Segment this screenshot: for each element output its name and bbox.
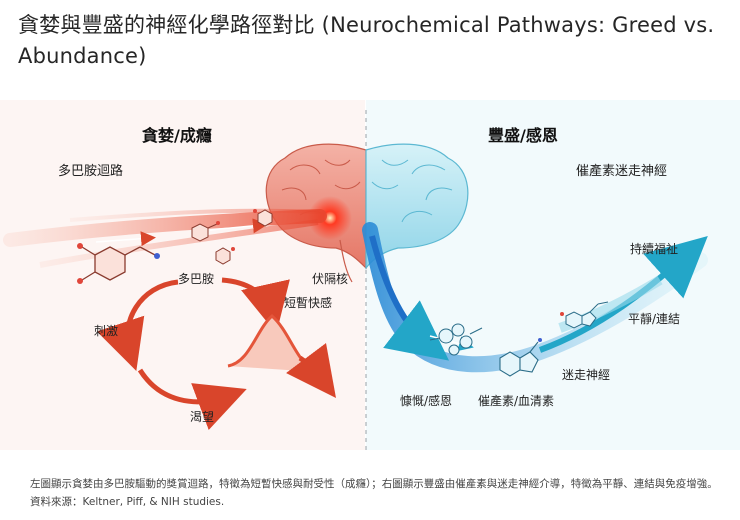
dopamine-molecule-small-icon bbox=[191, 209, 273, 265]
oxytocin-molecule-icon bbox=[429, 323, 483, 356]
dopamine-molecule-icon bbox=[77, 243, 160, 284]
red-flow-arrow-2 bbox=[209, 218, 268, 234]
left-heading: 貪婪/成癮 bbox=[142, 126, 212, 145]
brain-right-half bbox=[365, 143, 469, 270]
nucleus-glow bbox=[308, 196, 352, 240]
page-title: 貪婪與豐盛的神經化學路徑對比 (Neurochemical Pathways: … bbox=[18, 13, 715, 68]
cycle-arrow-tolerance bbox=[285, 342, 337, 398]
serotonin-molecule-icon bbox=[499, 338, 542, 377]
right-heading: 豐盛/感恩 bbox=[488, 126, 558, 145]
left-pathway-label: 多巴胺迴路 bbox=[58, 164, 124, 179]
label-pleasure: 短暫快感 bbox=[284, 296, 333, 310]
cycle-arrow-dopamine bbox=[221, 277, 290, 334]
right-pathway-label: 催產素迷走神經 bbox=[576, 164, 668, 179]
figure-caption: 左圖顯示貪婪由多巴胺驅動的獎賞迴路，特徵為短暫快感與耐受性（成癮）；右圖顯示豐盛… bbox=[30, 478, 718, 508]
label-craving: 渴望 bbox=[190, 410, 215, 424]
serotonin-molecule-small-icon bbox=[560, 301, 609, 329]
label-stimulus: 刺激 bbox=[94, 324, 119, 338]
label-wellbeing: 持續福祉 bbox=[630, 242, 679, 256]
vagus-descend-arrow bbox=[369, 235, 450, 361]
brain-right-folds bbox=[371, 159, 453, 223]
red-stream-2 bbox=[39, 219, 319, 268]
label-dopamine: 多巴胺 bbox=[178, 272, 215, 286]
diagram: 貪婪/成癮 豐盛/感恩 多巴胺迴路 催產素迷走神經 多巴胺 伏隔核 短暫快感 刺… bbox=[0, 90, 740, 460]
red-flow-arrow-1 bbox=[95, 231, 156, 247]
label-vagus: 迷走神經 bbox=[562, 368, 611, 382]
label-oxytocin: 催產素/血清素 bbox=[478, 394, 555, 408]
cycle-arrow-craving bbox=[137, 368, 247, 430]
label-nucleus-accumbens: 伏隔核 bbox=[312, 272, 349, 286]
red-stream-3 bbox=[69, 208, 321, 222]
diagram-illustration bbox=[0, 100, 740, 450]
label-calm: 平靜/連結 bbox=[628, 312, 681, 326]
label-gratitude: 慷慨/感恩 bbox=[400, 394, 453, 408]
brain-stem-left bbox=[339, 239, 353, 283]
cycle-arrow-stimulus bbox=[96, 279, 179, 371]
